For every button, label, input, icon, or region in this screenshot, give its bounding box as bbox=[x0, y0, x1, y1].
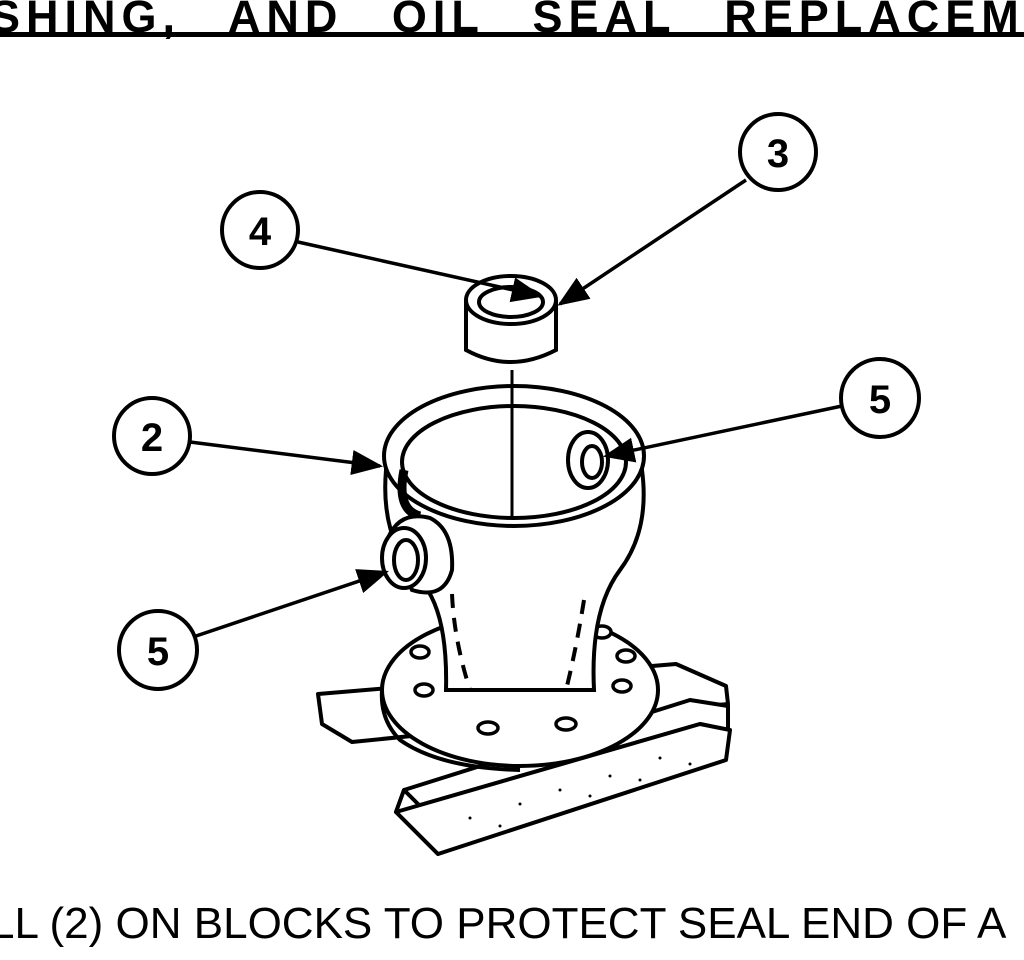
seal-port-left bbox=[380, 514, 455, 595]
illustration: 3 4 2 5 5 bbox=[0, 60, 1024, 890]
callout-5-right: 5 bbox=[839, 357, 921, 439]
callout-3: 3 bbox=[738, 112, 818, 192]
callout-5-left: 5 bbox=[117, 609, 199, 691]
leader-3 bbox=[557, 178, 747, 306]
callout-4-label: 4 bbox=[249, 210, 272, 254]
leader-2 bbox=[189, 440, 384, 475]
callout-2: 2 bbox=[112, 396, 192, 476]
callout-2-label: 2 bbox=[141, 416, 163, 460]
header-underline bbox=[0, 32, 1024, 37]
callout-4: 4 bbox=[220, 190, 300, 270]
callout-5-left-label: 5 bbox=[147, 630, 169, 674]
leader-5-right bbox=[602, 404, 843, 463]
leader-4 bbox=[297, 240, 544, 303]
seal-port-right bbox=[566, 430, 610, 490]
instruction-text: LL (2) ON BLOCKS TO PROTECT SEAL END OF … bbox=[0, 899, 1007, 948]
callout-3-label: 3 bbox=[767, 132, 789, 176]
leader-5-left bbox=[195, 569, 389, 638]
callout-5-right-label: 5 bbox=[869, 378, 891, 422]
section-header: SHING, AND OIL SEAL REPLACEMENT bbox=[0, 0, 1024, 49]
housing-illustration: 3 4 2 5 5 bbox=[112, 112, 921, 856]
block-front-top bbox=[394, 722, 732, 856]
caption-area: LL (2) ON BLOCKS TO PROTECT SEAL END OF … bbox=[0, 890, 1024, 960]
